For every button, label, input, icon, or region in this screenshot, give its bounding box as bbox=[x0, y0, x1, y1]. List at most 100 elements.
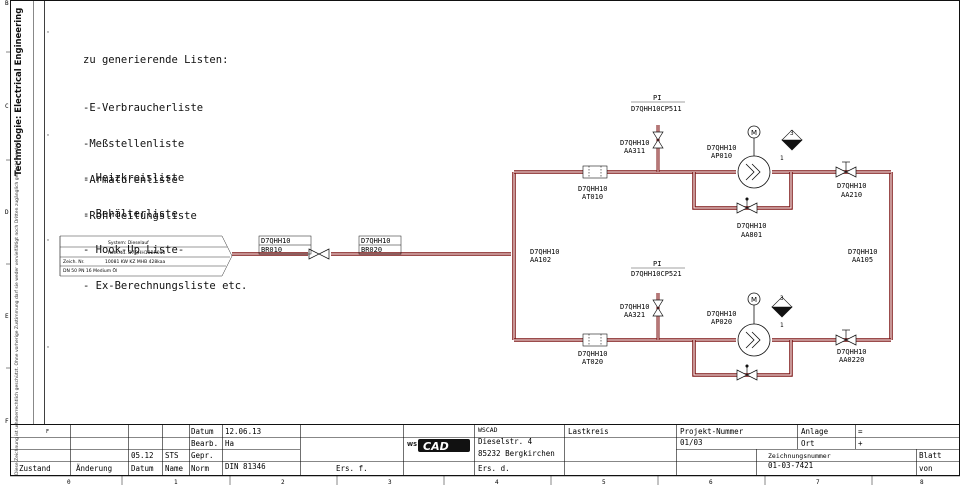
notes-item: -Rohrleitungsliste bbox=[83, 210, 197, 222]
row-letter-b: B bbox=[5, 0, 9, 7]
notes-heading: zu generierende Listen: bbox=[83, 54, 229, 66]
tag-aa311-line1: D7QHH10 bbox=[620, 139, 650, 147]
system-row-1: System: Dieselauf bbox=[108, 240, 149, 246]
pump-ap020 bbox=[737, 292, 771, 357]
ruler-col-0: 0 bbox=[67, 479, 71, 485]
valve-aa210 bbox=[835, 161, 857, 178]
tag-aa102-line2: AA102 bbox=[530, 256, 551, 264]
tag-aa210-line2: AA210 bbox=[841, 191, 862, 199]
valve-aa801 bbox=[736, 197, 758, 214]
tb-aenderung: Änderung bbox=[76, 464, 112, 473]
marker-top-number: 3 bbox=[790, 130, 794, 137]
tag-br010-line2: BR010 bbox=[261, 246, 282, 254]
notes-item: - Heizkreisliste bbox=[83, 172, 185, 184]
tb-company: WSCAD bbox=[478, 426, 498, 434]
pi-bottom-label: PI bbox=[653, 260, 661, 268]
row-letter-f: F bbox=[5, 418, 9, 425]
tb-street: Dieselstr. 4 bbox=[478, 437, 533, 446]
margin-ticks bbox=[6, 51, 10, 369]
notes-item: -E-Verbraucherliste bbox=[83, 102, 204, 114]
system-row-3-label: Zeich. Nr. bbox=[63, 259, 85, 265]
pi-top-tag: D7QHH10CP511 bbox=[631, 105, 682, 113]
valve-main-feed bbox=[308, 248, 330, 260]
motor-label-top: M bbox=[751, 129, 757, 137]
tb-zeich-value: 01-03-7421 bbox=[768, 461, 813, 470]
tb-anlage-value: = bbox=[858, 427, 863, 436]
tag-aa102-line1: D7QHH10 bbox=[530, 248, 560, 256]
valve-aa220 bbox=[835, 329, 857, 346]
tb-zustand: Zustand bbox=[19, 464, 51, 473]
side-strip: Technologie: Electrical Engineering Dies… bbox=[0, 0, 44, 475]
ruler-col-7: 7 bbox=[816, 479, 820, 485]
tb-bearb-value: Ha bbox=[225, 439, 234, 448]
ruler-col-2: 2 bbox=[281, 479, 285, 485]
valve-aa311 bbox=[652, 131, 664, 149]
notes-item: - Hook-Up Liste- bbox=[83, 244, 185, 256]
notes-item: - Behälterliste bbox=[83, 208, 178, 220]
marker-bottom-number: 3 bbox=[780, 295, 784, 302]
tag-aa220-line1: D7QHH10 bbox=[837, 348, 867, 356]
tb-ers-d: Ers. d. bbox=[478, 464, 510, 473]
ruler-col-8: 8 bbox=[920, 479, 924, 485]
notes-group-1: -E-Verbraucherliste -Meßstellenliste -Ar… bbox=[83, 78, 203, 234]
tag-at010-line2: AT010 bbox=[582, 193, 603, 201]
tb-datum-label: Datum bbox=[191, 427, 214, 436]
strainer-at010 bbox=[582, 165, 608, 179]
tag-aa801-line1: D7QHH10 bbox=[737, 222, 767, 230]
marker-diamond-bottom bbox=[771, 296, 793, 318]
tb-zeich-label: Zeichnungsnummer bbox=[768, 452, 831, 460]
tb-gepr-label: Gepr. bbox=[191, 451, 214, 460]
tag-aa210-line1: D7QHH10 bbox=[837, 182, 867, 190]
row-letter-d: D bbox=[5, 209, 9, 216]
tb-projekt-value: 01/03 bbox=[680, 438, 703, 447]
svg-text:WS: WS bbox=[407, 442, 417, 448]
tag-aa801-line2: AA801 bbox=[741, 231, 762, 239]
tb-row-mark: F bbox=[46, 429, 49, 435]
wscad-logo: WS CAD bbox=[407, 439, 470, 453]
tb-bearb-label: Bearb. bbox=[191, 439, 218, 448]
tb-von-label: von bbox=[919, 464, 933, 473]
valve-bottom-bypass bbox=[736, 364, 758, 381]
tb-ers-f: Ers. f. bbox=[336, 464, 368, 473]
ruler-col-5: 5 bbox=[602, 479, 606, 485]
motor-label-bottom: M bbox=[751, 296, 757, 304]
column-ruler bbox=[10, 475, 960, 485]
tb-rev-name: STS bbox=[165, 451, 179, 460]
tb-anlage-label: Anlage bbox=[801, 427, 829, 436]
tb-norm-col: Norm bbox=[191, 464, 210, 473]
tag-ap010-line2: AP010 bbox=[711, 152, 732, 160]
notes-group-2: - Heizkreisliste - Behälterliste - Hook-… bbox=[83, 148, 247, 304]
tag-at010-line1: D7QHH10 bbox=[578, 185, 608, 193]
tag-aa311-line2: AA311 bbox=[624, 147, 645, 155]
marker-bottom-sub: 1 bbox=[780, 322, 784, 329]
title-block-grid bbox=[10, 424, 960, 475]
tb-name-col: Name bbox=[165, 464, 184, 473]
tag-at020-line1: D7QHH10 bbox=[578, 350, 608, 358]
tb-ort-value: + bbox=[858, 439, 863, 448]
tb-projekt-label: Projekt-Nummer bbox=[680, 427, 744, 436]
tag-ap020-line1: D7QHH10 bbox=[707, 310, 737, 318]
tb-norm-value: DIN 81346 bbox=[225, 462, 266, 471]
system-row-2: Rohr.ltd. D7QHH10BR010 bbox=[108, 250, 165, 256]
side-disclaimer: Diese Zeichnung ist urheberrechtlich ges… bbox=[15, 140, 20, 475]
ruler-col-3: 3 bbox=[388, 479, 392, 485]
tb-city: 85232 Bergkirchen bbox=[478, 449, 555, 458]
tag-aa321-line1: D7QHH10 bbox=[620, 303, 650, 311]
tag-br020-line2: BR020 bbox=[361, 246, 382, 254]
pi-top-label: PI bbox=[653, 94, 661, 102]
pi-bottom-tag: D7QHH10CP521 bbox=[631, 270, 682, 278]
pump-ap010 bbox=[737, 125, 771, 189]
tb-datum-value: 12.06.13 bbox=[225, 427, 261, 436]
notes-item: - Ex-Berechnungsliste etc. bbox=[83, 280, 248, 292]
margin-dots bbox=[47, 31, 49, 348]
tb-rev-date: 05.12 bbox=[131, 451, 154, 460]
tb-drawing-title: Lastkreis bbox=[568, 427, 609, 436]
tag-aa220-line2: AA0220 bbox=[839, 356, 864, 364]
motor-icon bbox=[747, 292, 761, 306]
tag-br010-line1: D7QHH10 bbox=[261, 237, 291, 245]
tag-aa105-line1: D7QHH10 bbox=[848, 248, 878, 256]
tb-blatt-label: Blatt bbox=[919, 451, 942, 460]
row-letter-c: C bbox=[5, 103, 9, 110]
tag-ap020-line2: AP020 bbox=[711, 318, 732, 326]
